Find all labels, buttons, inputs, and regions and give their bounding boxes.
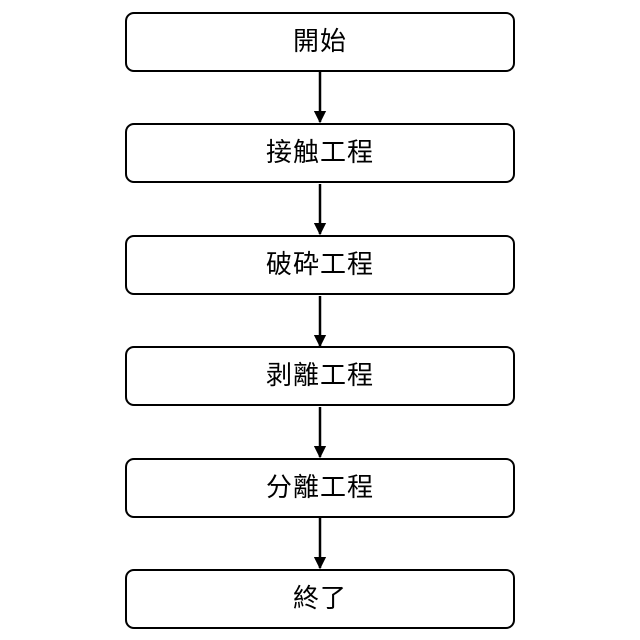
step-start-label: 開始 (293, 29, 347, 55)
step-end-label: 終了 (293, 586, 347, 612)
step-end: 終了 (125, 569, 515, 629)
step-contact-process: 接触工程 (125, 123, 515, 183)
step-contact-process-label: 接触工程 (266, 140, 374, 166)
step-separation-process-label: 分離工程 (266, 475, 374, 501)
step-crushing-process: 破砕工程 (125, 235, 515, 295)
step-peeling-process: 剥離工程 (125, 346, 515, 406)
step-peeling-process-label: 剥離工程 (266, 363, 374, 389)
step-separation-process: 分離工程 (125, 458, 515, 518)
step-crushing-process-label: 破砕工程 (266, 252, 374, 278)
step-start: 開始 (125, 12, 515, 72)
